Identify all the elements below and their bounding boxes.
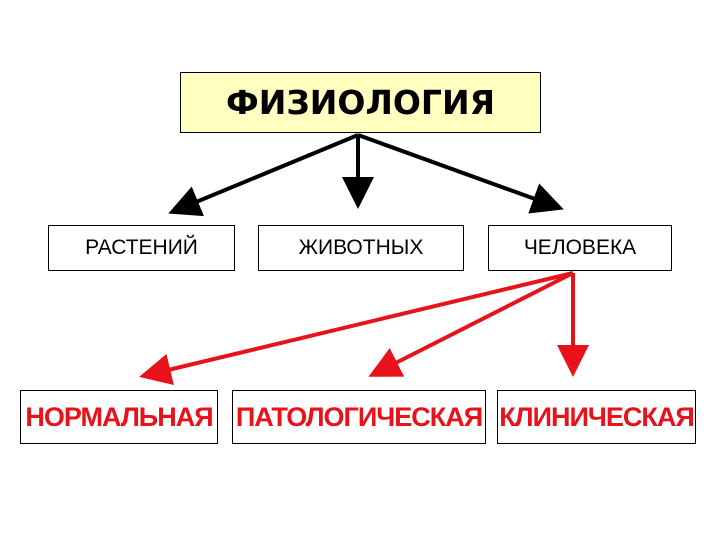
branch-node-animals: ЖИВОТНЫХ bbox=[258, 225, 464, 271]
root-node-physiology: ФИЗИОЛОГИЯ bbox=[180, 72, 541, 133]
branch-node-label: ЧЕЛОВЕКА bbox=[523, 236, 637, 259]
branch-node-label: РАСТЕНИЙ bbox=[85, 236, 198, 259]
subtype-node-normal: НОРМАЛЬНАЯ bbox=[20, 390, 218, 444]
arrow-to-plants bbox=[168, 133, 359, 217]
subtype-node-clinical: КЛИНИЧЕСКАЯ bbox=[497, 390, 696, 444]
arrow-to-pathological bbox=[368, 271, 574, 377]
subtype-node-label: ПАТОЛОГИЧЕСКАЯ bbox=[235, 401, 483, 432]
arrow-to-human bbox=[357, 133, 564, 214]
human-to-subtype-arrows bbox=[139, 271, 589, 386]
branch-node-plants: РАСТЕНИЙ bbox=[48, 225, 235, 271]
arrow-to-normal bbox=[139, 271, 574, 386]
branch-node-label: ЖИВОТНЫХ bbox=[298, 236, 424, 259]
root-node-label: ФИЗИОЛОГИЯ bbox=[226, 83, 495, 122]
subtype-node-pathological: ПАТОЛОГИЧЕСКАЯ bbox=[232, 390, 486, 444]
root-to-branch-arrows bbox=[168, 133, 564, 217]
branch-node-human: ЧЕЛОВЕКА bbox=[488, 225, 672, 271]
subtype-node-label: НОРМАЛЬНАЯ bbox=[25, 401, 213, 432]
subtype-node-label: КЛИНИЧЕСКАЯ bbox=[499, 401, 695, 432]
